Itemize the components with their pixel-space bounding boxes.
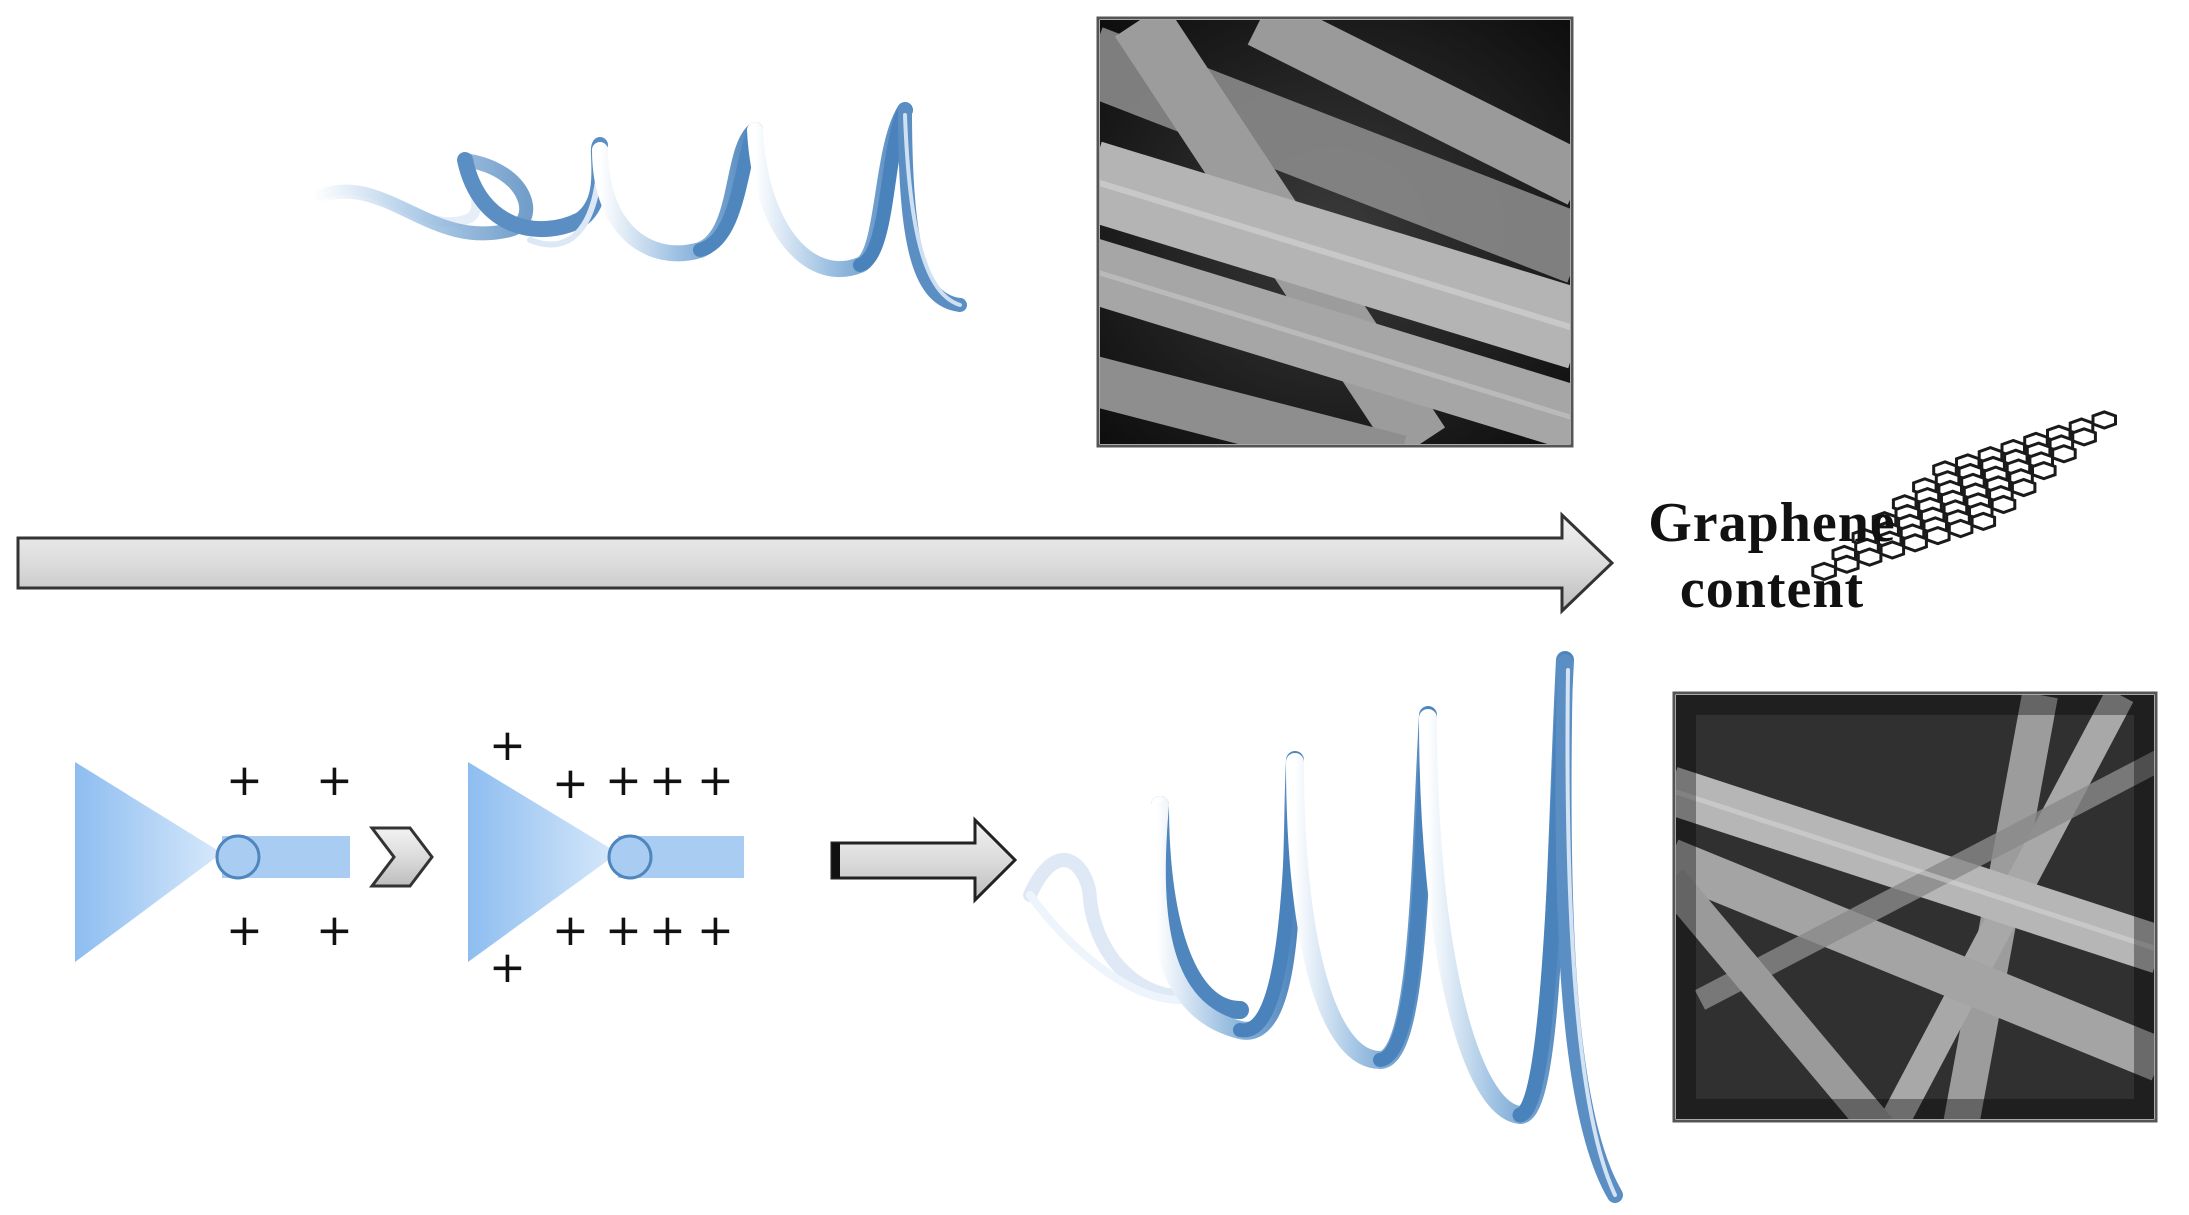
graphene-hexagon [1990,494,2017,515]
charge-plus: + [489,720,527,771]
graphene-hexagon [2051,444,2077,464]
charge-plus: + [552,905,590,956]
charge-plus: + [316,755,354,806]
nozzle-high-charge [468,762,744,962]
graphene-hexagon [1970,511,1997,531]
large-helix-fiber [1023,651,1623,1203]
graphene-content-label: Graphene content [1622,490,1922,622]
sem-image-low-graphene [1096,16,1574,448]
block-arrow-icon [830,816,1018,904]
nozzle-low-charge [75,762,350,962]
label-line-2: content [1679,558,1865,620]
charge-plus: + [605,755,643,806]
graphene-hexagon [2031,461,2057,481]
charge-plus: + [649,755,687,806]
graphene-hexagon [2071,427,2097,447]
charge-plus: + [316,905,354,956]
small-helix-fiber [313,102,967,312]
label-line-1: Graphene [1648,492,1896,554]
charge-plus: + [605,905,643,956]
charge-plus: + [226,755,264,806]
charge-plus: + [697,905,735,956]
charge-plus: + [489,942,527,993]
chevron-right-icon [368,826,434,888]
charge-plus: + [697,755,735,806]
sem-image-high-graphene [1672,691,2158,1123]
charge-plus: + [649,905,687,956]
graphene-hexagon [1925,526,1951,546]
graphene-hexagon [2091,410,2117,430]
graphene-content-arrow [16,511,1615,615]
charge-plus: + [552,758,590,809]
graphene-hexagon [2010,477,2037,498]
graphene-hexagon [1947,518,1974,539]
graphene-sheet-icon [1811,410,2117,582]
charge-plus: + [226,905,264,956]
